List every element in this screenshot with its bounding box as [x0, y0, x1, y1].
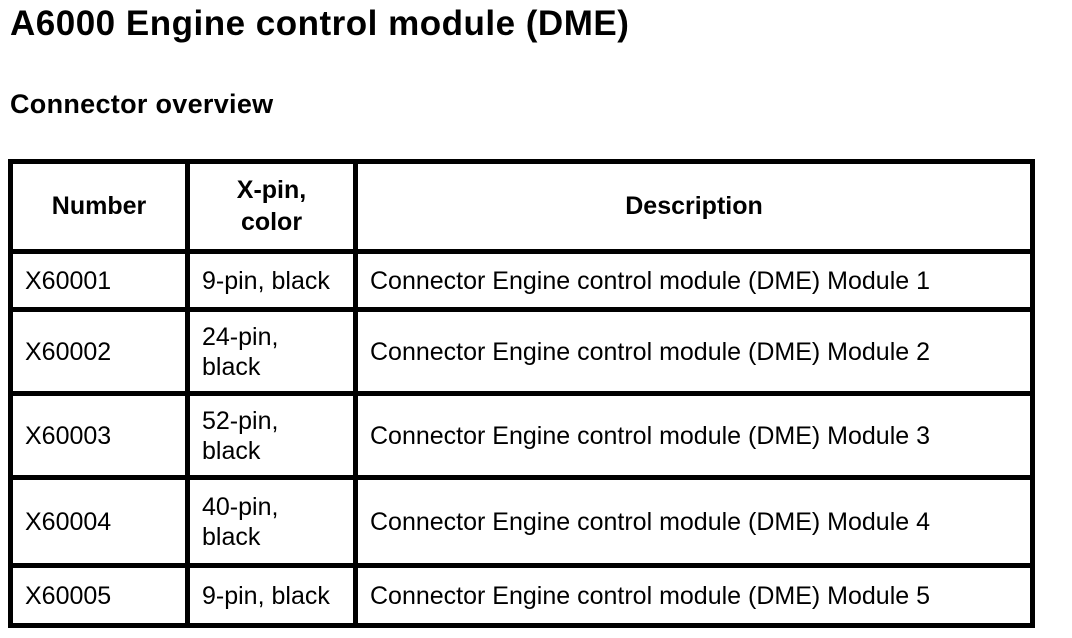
cell-description: Connector Engine control module (DME) Mo… — [353, 475, 1035, 568]
column-header-description: Description — [353, 159, 1035, 254]
column-header-number: Number — [8, 159, 190, 254]
table-row: X60003 52-pin, black Connector Engine co… — [8, 391, 1035, 480]
cell-pin-color: 40-pin, black — [185, 475, 358, 568]
cell-description: Connector Engine control module (DME) Mo… — [353, 249, 1035, 312]
table-header-row: Number X-pin, color Description — [8, 159, 1035, 254]
table-row: X60005 9-pin, black Connector Engine con… — [8, 563, 1035, 628]
cell-number: X60002 — [8, 307, 190, 396]
table-row: X60004 40-pin, black Connector Engine co… — [8, 475, 1035, 568]
cell-pin-color: 52-pin, black — [185, 391, 358, 480]
section-heading-connector-overview: Connector overview — [10, 89, 274, 119]
cell-pin-color: 24-pin, black — [185, 307, 358, 396]
cell-description: Connector Engine control module (DME) Mo… — [353, 307, 1035, 396]
table-row: X60002 24-pin, black Connector Engine co… — [8, 307, 1035, 396]
cell-number: X60005 — [8, 563, 190, 628]
column-header-xpin-color: X-pin, color — [185, 159, 358, 254]
page-title: A6000 Engine control module (DME) — [10, 4, 630, 43]
cell-description: Connector Engine control module (DME) Mo… — [353, 391, 1035, 480]
cell-description: Connector Engine control module (DME) Mo… — [353, 563, 1035, 628]
cell-number: X60001 — [8, 249, 190, 312]
cell-pin-color: 9-pin, black — [185, 249, 358, 312]
connector-overview-table: Number X-pin, color Description X60001 9… — [8, 159, 1035, 628]
cell-pin-color: 9-pin, black — [185, 563, 358, 628]
table-row: X60001 9-pin, black Connector Engine con… — [8, 249, 1035, 312]
cell-number: X60004 — [8, 475, 190, 568]
cell-number: X60003 — [8, 391, 190, 480]
